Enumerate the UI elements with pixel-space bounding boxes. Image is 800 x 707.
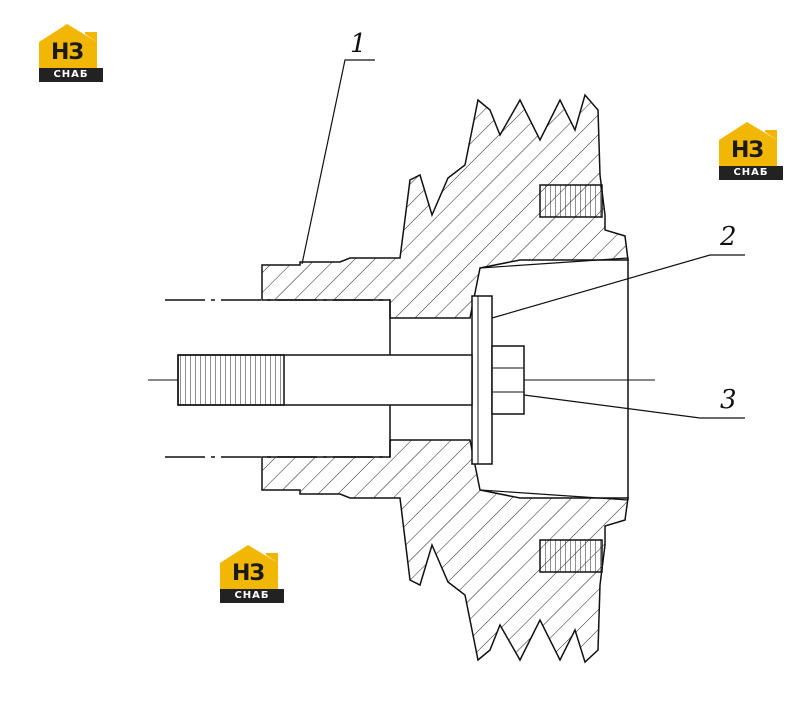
leader-2 [491,254,745,319]
washer [471,295,493,465]
pulley-lower-section [261,439,629,664]
bolt-thread [177,354,285,406]
cone-line-bottom [479,489,629,501]
set-screw-bottom [539,539,603,573]
watermark-logo-right: НЗ СНАБ [715,120,791,184]
callout-3-label: 3 [720,385,737,415]
logo-main-text: НЗ [730,138,764,163]
leader-3 [523,394,745,419]
logo-sub-text: СНАБ [39,68,103,82]
leader-1 [301,59,375,265]
set-screw-top [539,184,603,218]
watermark-logo-bottom-left: НЗ СНАБ [216,543,292,607]
logo-main-text: НЗ [50,40,84,65]
logo-main-text: НЗ [231,561,265,586]
callout-2-label: 2 [719,222,737,252]
cone-line-top [479,257,629,269]
logo-sub-text: СНАБ [220,589,284,603]
house-logo-icon [719,122,777,166]
bolt-head [491,345,525,415]
house-logo-icon [39,24,97,68]
pulley-upper-section [261,93,629,319]
watermark-logo-top-left: НЗ СНАБ [35,22,111,86]
callout-1-label: 1 [350,29,367,59]
logo-sub-text: СНАБ [719,166,783,180]
house-logo-icon [220,545,278,589]
